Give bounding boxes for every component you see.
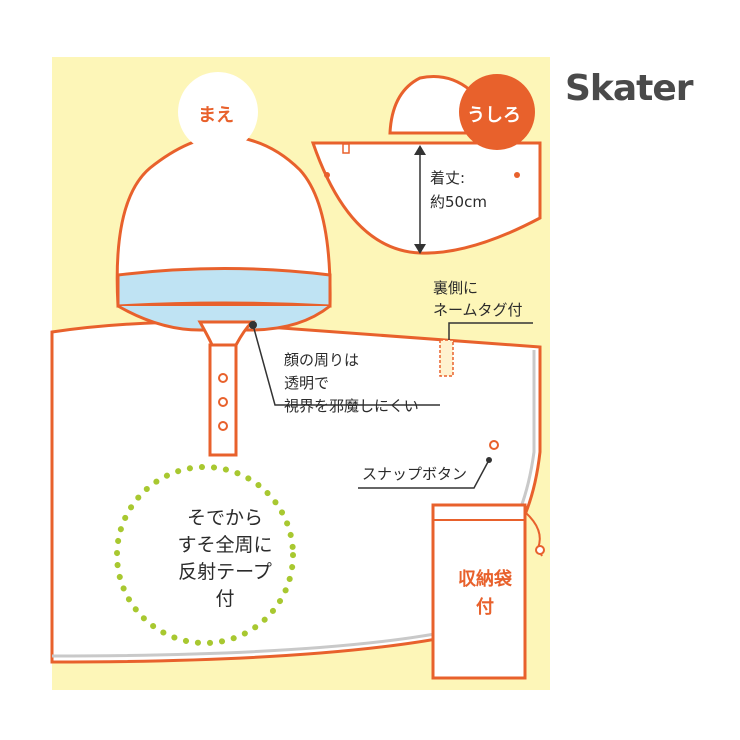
face-line2: 透明で <box>284 374 330 392</box>
bag-stopper <box>535 545 545 555</box>
placket-strip <box>208 343 238 457</box>
snap-button-1 <box>218 373 228 383</box>
front-label-circle <box>178 72 258 152</box>
back-snap-left <box>324 172 330 178</box>
length-label-line2: 約50cm <box>430 193 487 211</box>
back-snap-right <box>514 172 520 178</box>
snap-label: スナップボタン <box>362 465 468 483</box>
front-label: まえ <box>198 105 234 126</box>
clear-face-band <box>116 267 332 308</box>
bag-line2: 付 <box>476 597 494 618</box>
length-arrow-bottom <box>414 244 426 254</box>
snap-leader-line <box>358 459 490 489</box>
reflect-line1: そでから <box>186 507 263 529</box>
snap-button-3 <box>218 421 228 431</box>
name-tag-line2: ネームタグ付 <box>433 301 523 319</box>
bag-text: 収納袋 付 <box>444 566 526 622</box>
reflect-dotted-circle <box>114 464 296 646</box>
bag-line1: 収納袋 <box>458 569 512 590</box>
face-line3: 視界を邪魔しにくい <box>284 397 419 415</box>
back-label: うしろ <box>467 105 521 126</box>
snap-button-2 <box>218 397 228 407</box>
reflect-line2: すそ全周に <box>177 534 273 556</box>
length-label-line1: 着丈: <box>430 169 466 187</box>
snap-marker-circle <box>489 440 499 450</box>
reflect-line3: 反射テープ <box>178 561 272 583</box>
length-arrow-top <box>414 145 426 155</box>
name-tag-line1: 裏側に <box>433 279 479 297</box>
name-tag-leader <box>448 322 533 340</box>
face-line1: 顔の周りは <box>284 351 360 369</box>
back-cape <box>310 141 542 255</box>
face-leader-line <box>252 324 440 406</box>
back-label-circle <box>459 74 535 150</box>
back-tag <box>342 143 350 154</box>
reflect-line4: 付 <box>215 588 235 610</box>
storage-bag <box>431 503 527 680</box>
reflect-text: そでから すそ全周に 反射テープ 付 <box>150 505 300 613</box>
brand-logo: Skater <box>565 68 694 109</box>
name-tag-marker <box>439 339 454 377</box>
